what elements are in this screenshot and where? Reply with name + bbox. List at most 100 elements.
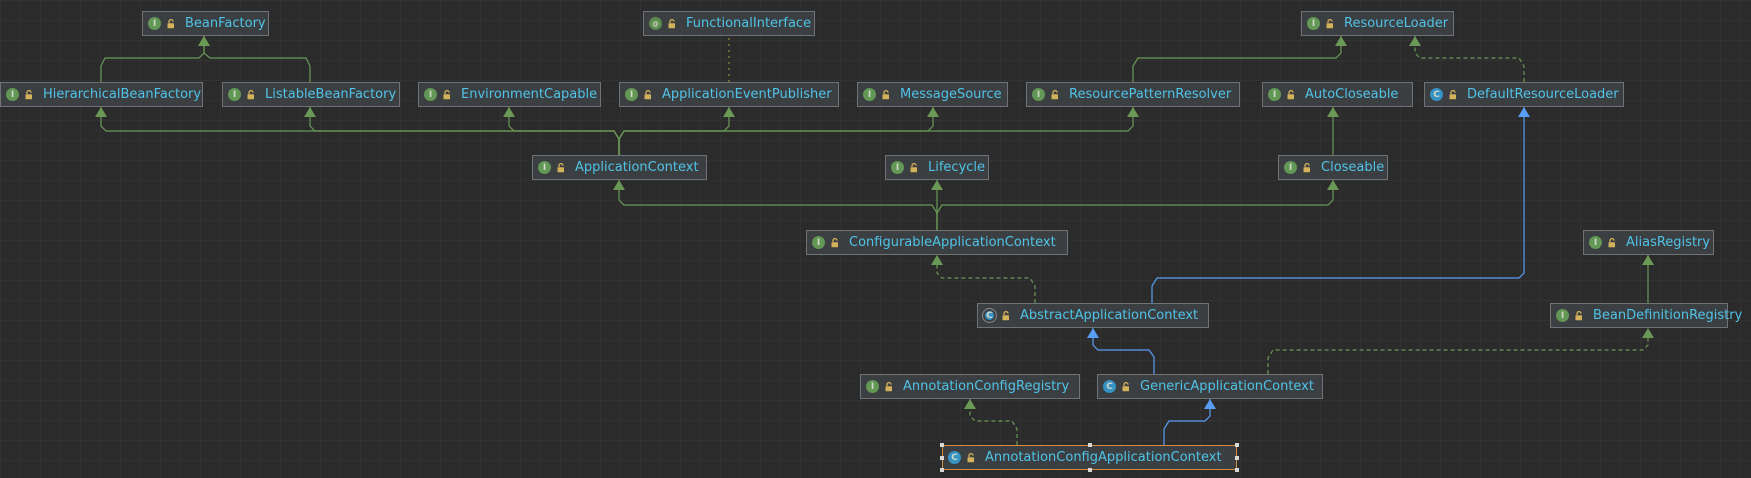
class-name-label: Lifecycle [928, 160, 986, 175]
unlock-icon [19, 89, 34, 100]
class-name-label: EnvironmentCapable [461, 87, 598, 102]
interface-type-icon: I [866, 380, 879, 393]
unlock-icon [1569, 310, 1584, 321]
inheritance-arrowhead [931, 180, 943, 190]
unlock-icon [961, 452, 976, 463]
unlock-icon [1045, 89, 1060, 100]
inheritance-arrowhead [1642, 255, 1654, 265]
edge-configurable-application-context-to-application-context [618, 180, 938, 230]
interface-type-icon: I [1307, 17, 1320, 30]
selection-resize-handle[interactable] [1235, 443, 1239, 447]
interface-type-icon: I [863, 88, 876, 101]
class-name-label: ApplicationEventPublisher [662, 87, 832, 102]
class-node-lifecycle[interactable]: I Lifecycle [885, 155, 989, 180]
class-name-label: AliasRegistry [1626, 235, 1711, 250]
annotation-type-icon: @ [649, 17, 662, 30]
class-node-resource-pattern-resolver[interactable]: I ResourcePatternResolver [1026, 82, 1240, 107]
selection-resize-handle[interactable] [940, 468, 944, 472]
abstract-type-icon: C [983, 309, 996, 322]
selection-resize-handle[interactable] [1235, 468, 1239, 472]
class-name-label: ConfigurableApplicationContext [849, 235, 1056, 250]
selection-resize-handle[interactable] [1087, 468, 1092, 472]
inheritance-arrowhead [304, 107, 316, 117]
class-name-label: ResourcePatternResolver [1069, 87, 1232, 102]
edge-annotation-config-application-context-to-generic-application-context [1163, 399, 1211, 445]
class-name-label: BeanDefinitionRegistry [1593, 308, 1743, 323]
class-node-generic-application-context[interactable]: C GenericApplicationContext [1097, 374, 1323, 399]
class-name-label: AutoCloseable [1305, 87, 1399, 102]
interface-type-icon: I [1268, 88, 1281, 101]
unlock-icon [437, 89, 452, 100]
inheritance-arrowhead [1327, 107, 1339, 117]
edge-default-resource-loader-to-resource-loader [1414, 36, 1525, 82]
edge-abstract-application-context-to-configurable-application-context [936, 255, 1036, 303]
inheritance-arrowhead [723, 107, 735, 117]
interface-type-icon: I [424, 88, 437, 101]
interface-type-icon: I [228, 88, 241, 101]
unlock-icon [876, 89, 891, 100]
class-name-label: Closeable [1321, 160, 1385, 175]
class-type-icon: C [1103, 380, 1116, 393]
unlock-icon [1443, 89, 1458, 100]
inheritance-arrowhead [1204, 399, 1216, 409]
class-node-hierarchical-bean-factory[interactable]: I HierarchicalBeanFactory [0, 82, 203, 107]
class-name-label: GenericApplicationContext [1140, 379, 1314, 394]
unlock-icon [1602, 237, 1617, 248]
class-name-label: FunctionalInterface [686, 16, 812, 31]
unlock-icon [904, 162, 919, 173]
interface-type-icon: I [812, 236, 825, 249]
interface-type-icon: I [6, 88, 19, 101]
class-node-configurable-application-context[interactable]: I ConfigurableApplicationContext [806, 230, 1068, 255]
edge-generic-application-context-to-abstract-application-context [1092, 328, 1155, 374]
inheritance-arrowhead [1087, 328, 1099, 338]
edge-resource-pattern-resolver-to-resource-loader [1132, 36, 1342, 82]
interface-type-icon: I [891, 161, 904, 174]
class-name-label: ListableBeanFactory [265, 87, 397, 102]
edge-listable-bean-factory-to-bean-factory [203, 36, 311, 82]
inheritance-arrowhead [1327, 180, 1339, 190]
unlock-icon [1297, 162, 1312, 173]
class-node-environment-capable[interactable]: I EnvironmentCapable [418, 82, 601, 107]
class-node-annotation-config-registry[interactable]: I AnnotationConfigRegistry [860, 374, 1080, 399]
unlock-icon [241, 89, 256, 100]
inheritance-arrowhead [198, 36, 210, 46]
selection-resize-handle[interactable] [1235, 455, 1239, 460]
unlock-icon [1281, 89, 1296, 100]
class-node-functional-interface[interactable]: @ FunctionalInterface [643, 11, 815, 36]
interface-type-icon: I [1032, 88, 1045, 101]
interface-type-icon: I [625, 88, 638, 101]
inheritance-arrowhead [931, 255, 943, 265]
inheritance-arrowhead [1335, 36, 1347, 46]
edge-abstract-application-context-to-default-resource-loader [1151, 107, 1525, 303]
class-node-listable-bean-factory[interactable]: I ListableBeanFactory [222, 82, 400, 107]
unlock-icon [662, 18, 677, 29]
inheritance-arrowhead [95, 107, 107, 117]
unlock-icon [551, 162, 566, 173]
class-name-label: AnnotationConfigRegistry [903, 379, 1070, 394]
class-name-label: AnnotationConfigApplicationContext [985, 450, 1222, 465]
inheritance-arrowhead [613, 180, 625, 190]
selection-resize-handle[interactable] [940, 443, 944, 447]
inheritance-arrowhead [1518, 107, 1530, 117]
selection-resize-handle[interactable] [940, 455, 944, 460]
class-node-application-event-publisher[interactable]: I ApplicationEventPublisher [619, 82, 839, 107]
unlock-icon [1320, 18, 1335, 29]
class-name-label: HierarchicalBeanFactory [43, 87, 202, 102]
edge-generic-application-context-to-bean-definition-registry [1267, 328, 1649, 374]
selection-resize-handle[interactable] [1087, 443, 1092, 447]
class-node-auto-closeable[interactable]: I AutoCloseable [1262, 82, 1413, 107]
inheritance-arrowhead [1642, 328, 1654, 338]
unlock-icon [161, 18, 176, 29]
